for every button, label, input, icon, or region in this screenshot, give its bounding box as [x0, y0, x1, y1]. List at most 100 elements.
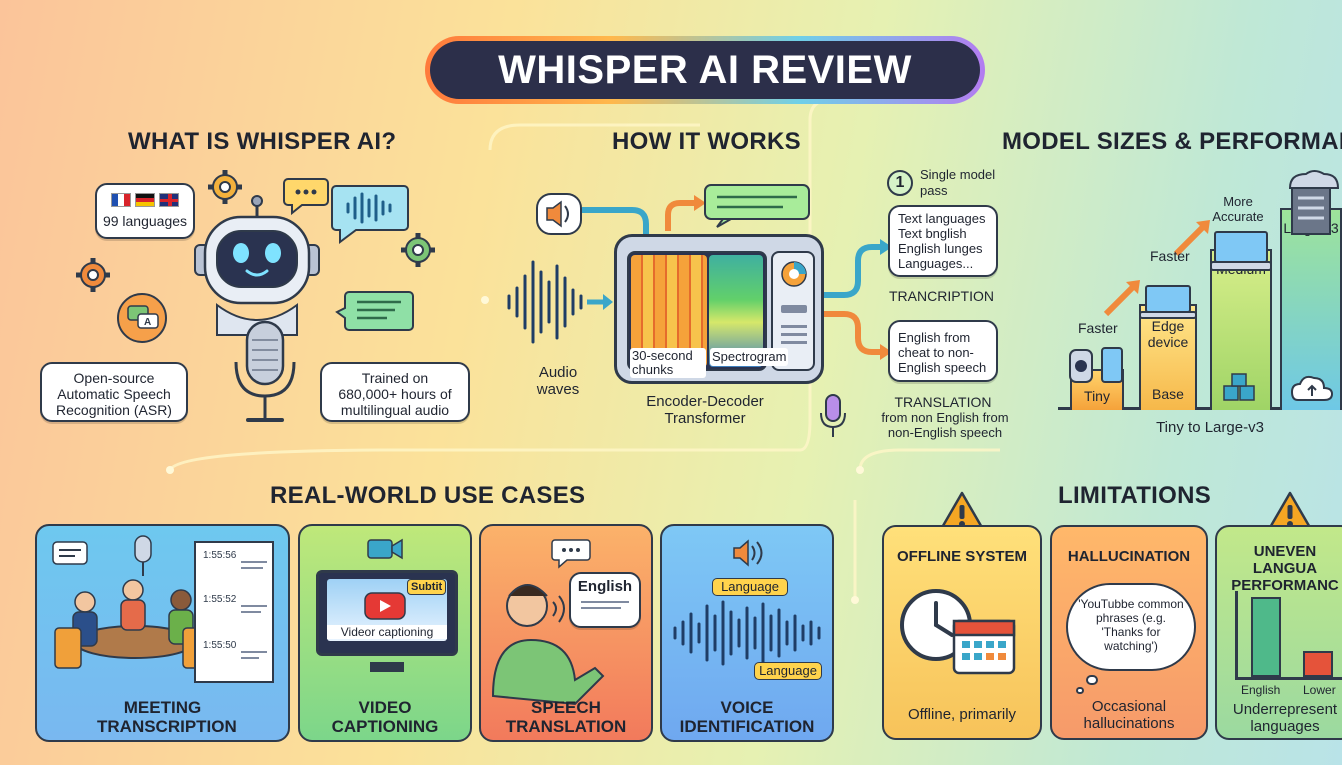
arrow-icon — [1103, 280, 1140, 317]
model-bar-caption: Edge device — [1147, 318, 1189, 350]
arrow-icon — [824, 239, 892, 298]
model-chart-panel — [1058, 172, 1342, 410]
speaking-person-icon — [491, 584, 605, 706]
bar-label: Lower — [1303, 683, 1336, 697]
language-chart-axis — [1235, 591, 1238, 679]
limitation-card-uneven-language: UNEVEN LANGUA PERFORMANC English Lower U… — [1215, 525, 1342, 740]
use-case-card-meeting: 1:55:56 1:55:52 1:55:50 MEETING TRANSCRI… — [35, 524, 290, 742]
translation-caption: from non English from non-English speech — [881, 410, 1009, 440]
page-title: WHISPER AI REVIEW — [498, 47, 912, 92]
model-label: Encoder-Decoder Transformer — [646, 393, 764, 427]
play-button-icon[interactable] — [363, 591, 407, 621]
video-camera-icon — [367, 538, 403, 560]
limitation-caption: Underrepresent languages — [1232, 701, 1338, 735]
step-number-badge: 1 — [887, 170, 913, 196]
more-accurate-label: More Accurate — [1212, 194, 1264, 224]
language-bubble: English — [569, 572, 641, 628]
audio-waveform-icon — [507, 260, 613, 344]
step-text: Single model pass — [920, 167, 996, 198]
laptop-icon — [1139, 285, 1197, 319]
flag-fr-icon — [111, 193, 131, 207]
arrow-icon — [824, 311, 892, 360]
transcription-output-box: Text languages Text bnglish English lung… — [888, 205, 998, 277]
audio-wave-bubble-icon — [331, 185, 409, 244]
svg-text:A: A — [144, 317, 151, 328]
chunks-label: 30-second chunks — [630, 348, 706, 378]
cloud-server-icon — [1288, 170, 1340, 235]
languages-badge: 99 languages — [95, 183, 195, 239]
gear-icon — [76, 258, 110, 292]
bar-label: English — [1241, 683, 1281, 697]
arrow-icon — [665, 195, 706, 231]
translate-bubble-icon: A — [117, 293, 167, 343]
timestamp: 1:55:56 — [203, 550, 237, 561]
faster-label: Faster — [1078, 320, 1118, 336]
flag-uk-icon — [159, 193, 179, 207]
pie-chart-icon — [781, 261, 807, 287]
english-bar — [1251, 597, 1281, 677]
limitation-title: OFFLINE SYSTEM — [896, 548, 1027, 565]
chat-bubble-icon — [283, 178, 329, 216]
use-case-card-video: Subtit Videor captioning VIDEO CAPTIONIN… — [298, 524, 472, 742]
desktop-icon — [1210, 231, 1272, 271]
language-tag: Language — [712, 578, 788, 596]
spectrogram-label: Spectrogram — [710, 348, 789, 366]
monitor-screen: Subtit Videor captioning — [316, 570, 458, 656]
thought-cloud: 'YouTubbe common phrases (e.g. 'Thanks f… — [1066, 583, 1196, 671]
use-case-card-translation: English SPEECH TRANSLATION — [479, 524, 653, 742]
robot-icon — [194, 195, 320, 336]
limitation-title: HALLUCINATION — [1067, 548, 1191, 565]
limitation-title: UNEVEN LANGUA PERFORMANC — [1231, 543, 1339, 594]
microphone-icon — [820, 394, 846, 437]
microphone-icon — [234, 320, 296, 422]
limitations-heading: LIMITATIONS — [1058, 482, 1212, 509]
gear-icon — [208, 170, 242, 204]
asr-description: Open-source Automatic Speech Recognition… — [56, 370, 172, 418]
limitation-caption: Offline, primarily — [907, 706, 1017, 723]
title-banner: WHISPER AI REVIEW — [425, 36, 985, 104]
calendar-icon — [952, 619, 1016, 675]
model-range-caption: Tiny to Large-v3 — [1156, 419, 1264, 436]
chat-bubble-icon — [551, 539, 591, 569]
gear-icon — [401, 233, 435, 267]
how-it-works-heading: HOW IT WORKS — [612, 128, 801, 155]
use-case-title: VIDEO CAPTIONING — [331, 698, 439, 736]
limitation-card-hallucination: HALLUCINATION 'YouTubbe common phrases (… — [1050, 525, 1208, 740]
model-bar-label: Base — [1152, 386, 1184, 402]
limitation-card-offline: OFFLINE SYSTEM Offline, primarily — [882, 525, 1042, 740]
subtitle-badge: Subtit — [407, 579, 447, 595]
voice-waveform-icon — [673, 600, 821, 666]
use-case-title: MEETING TRANSCRIPTION — [97, 698, 237, 736]
translation-label: TRANSLATION — [894, 394, 992, 410]
model-bar-label: Tiny — [1084, 388, 1110, 404]
cloud-upload-icon — [1290, 375, 1334, 401]
flag-de-icon — [135, 193, 155, 207]
arrow-icon — [1173, 220, 1210, 257]
audio-waves-label: Audio waves — [536, 364, 580, 398]
transcription-text: Text languages Text bnglish English lung… — [898, 211, 986, 271]
use-case-title: VOICE IDENTIFICATION — [679, 698, 815, 736]
model-sizes-heading: MODEL SIZES & PERFORMANC — [1002, 128, 1342, 155]
limitation-caption: Occasional hallucinations — [1083, 698, 1175, 732]
model-bar-base: Edge device Base — [1139, 304, 1197, 410]
what-is-heading: WHAT IS WHISPER AI? — [128, 128, 397, 155]
translation-text: English from cheat to non-English speech — [898, 330, 987, 375]
language-tag: Language — [754, 662, 822, 680]
lower-bar — [1303, 651, 1333, 677]
languages-count: 99 languages — [102, 213, 188, 229]
asr-description-box: Open-source Automatic Speech Recognition… — [40, 362, 188, 422]
transcription-label: TRANCRIPTION — [889, 288, 994, 304]
use-case-title: SPEECH TRANSLATION — [505, 698, 627, 736]
translation-output-box: English from cheat to non-English speech — [888, 320, 998, 382]
boxes-icon — [1223, 373, 1255, 401]
training-data-description: Trained on 680,000+ hours of multilingua… — [338, 370, 452, 418]
output-text-icon — [704, 184, 810, 228]
timestamp: 1:55:50 — [203, 640, 237, 651]
meeting-scene-icon — [52, 535, 274, 683]
text-bubble-icon — [335, 291, 414, 331]
thought-cloud-text: 'YouTubbe common phrases (e.g. 'Thanks f… — [1078, 597, 1184, 653]
device-icons — [1069, 347, 1123, 383]
speaker-icon — [536, 193, 582, 235]
use-cases-heading: REAL-WORLD USE CASES — [270, 482, 586, 509]
faster-label: Faster — [1150, 248, 1190, 264]
